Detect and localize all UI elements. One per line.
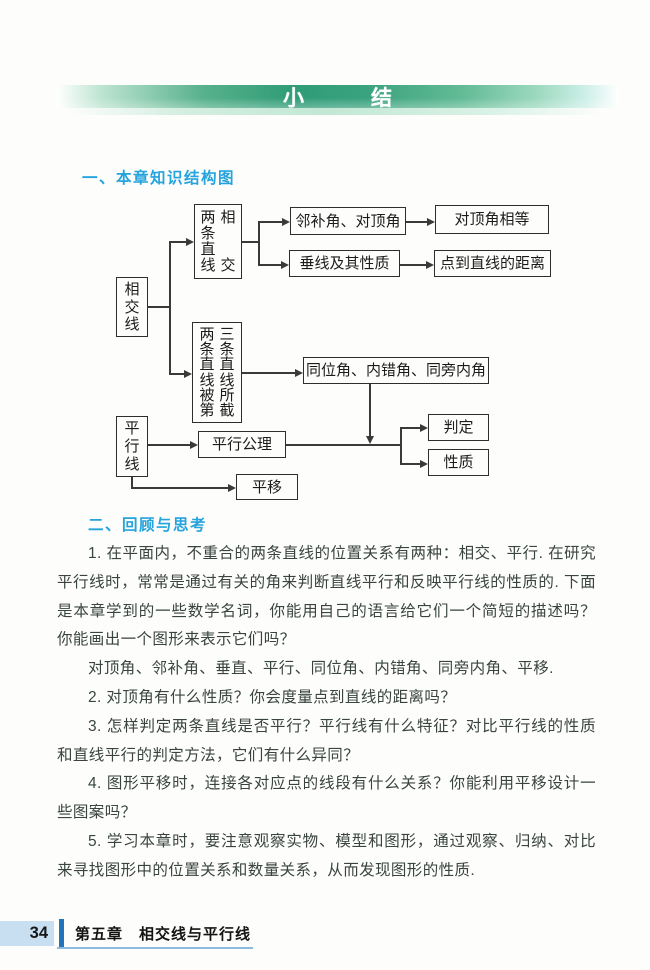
connector-line bbox=[242, 372, 297, 374]
arrowhead bbox=[420, 460, 428, 468]
connector-line bbox=[169, 373, 186, 375]
footer-chapter-label: 第五章 相交线与平行线 bbox=[75, 926, 252, 943]
diagram-box-two-lines-cut-by-third: 两条直线被第 三条直线所截 bbox=[192, 322, 242, 423]
diagram-box-angle-pairs: 同位角、内错角、同旁内角 bbox=[303, 357, 489, 384]
connector-line bbox=[400, 427, 402, 464]
connector-line bbox=[148, 444, 192, 446]
diagram-box-intersecting-lines: 相交线 bbox=[116, 277, 148, 337]
section2-heading: 二、回顾与思考 bbox=[88, 517, 208, 534]
diagram-box-parallel-lines: 平行线 bbox=[116, 416, 148, 477]
vertical-text: 相交线 bbox=[124, 281, 140, 333]
vertical-text-col2: 相交 bbox=[220, 209, 236, 274]
diagram-box-perpendicular-properties: 垂线及其性质 bbox=[289, 250, 400, 277]
arrowhead bbox=[186, 238, 194, 246]
diagram-box-two-lines-intersect: 两条直线 相交 bbox=[194, 204, 242, 279]
connector-line bbox=[258, 221, 260, 265]
arrowhead bbox=[426, 261, 434, 269]
connector-line bbox=[400, 427, 422, 429]
diagram-box-parallel-axiom: 平行公理 bbox=[198, 431, 286, 458]
diagram-box-judgment: 判定 bbox=[428, 414, 489, 441]
connector-line bbox=[242, 241, 259, 243]
review-paragraph-terms: 对顶角、邻补角、垂直、平行、同位角、内错角、同旁内角、平移. bbox=[88, 660, 554, 678]
connector-line bbox=[369, 384, 371, 437]
connector-line bbox=[400, 264, 427, 266]
footer-divider-bar bbox=[59, 919, 64, 947]
arrowhead bbox=[427, 218, 435, 226]
connector-line bbox=[400, 463, 422, 465]
arrowhead bbox=[228, 484, 236, 492]
connector-line bbox=[258, 221, 283, 223]
vertical-text: 平行线 bbox=[124, 420, 140, 473]
connector-line bbox=[147, 306, 170, 308]
summary-banner-shadow-strip bbox=[57, 108, 619, 115]
review-paragraph-3: 3. 怎样判定两条直线是否平行？平行线有什么特征？对比平行线的性质和直线平行的判… bbox=[57, 717, 596, 764]
arrowhead bbox=[184, 370, 192, 378]
connector-line bbox=[286, 444, 401, 446]
vertical-text-col1: 两条直线被第 bbox=[199, 326, 215, 419]
footer-page-number: 34 bbox=[29, 924, 48, 942]
arrowhead bbox=[295, 369, 303, 377]
diagram-box-translation: 平移 bbox=[236, 474, 298, 500]
connector-line bbox=[131, 487, 230, 489]
connector-line bbox=[169, 241, 188, 243]
diagram-box-property: 性质 bbox=[428, 449, 489, 476]
review-paragraph-5: 5. 学习本章时，要注意观察实物、模型和图形，通过观察、归纳、对比来寻找图形中的… bbox=[57, 832, 596, 879]
arrowhead bbox=[420, 424, 428, 432]
section1-heading: 一、本章知识结构图 bbox=[82, 170, 236, 187]
review-paragraph-1: 1. 在平面内，不重合的两条直线的位置关系有两种：相交、平行. 在研究平行线时，… bbox=[57, 545, 596, 649]
vertical-text-col1: 两条直线 bbox=[200, 209, 216, 274]
arrowhead bbox=[190, 441, 198, 449]
arrowhead bbox=[281, 261, 289, 269]
arrowhead bbox=[282, 218, 290, 226]
footer-page-number-band bbox=[0, 921, 54, 946]
vertical-text-col2: 三条直线所截 bbox=[219, 326, 235, 419]
summary-banner-title: 小 结 bbox=[283, 86, 393, 110]
review-paragraph-2: 2. 对顶角有什么性质？你会度量点到直线的距离吗？ bbox=[88, 688, 457, 706]
diagram-box-vertical-angles-equal: 对顶角相等 bbox=[435, 205, 549, 234]
connector-line bbox=[258, 264, 282, 266]
knowledge-structure-diagram: 相交线 两条直线 相交 邻补角、对顶角 对顶角相等 垂线及其性质 点到直线的距离… bbox=[0, 195, 650, 513]
review-paragraphs: 1. 在平面内，不重合的两条直线的位置关系有两种：相交、平行. 在研究平行线时，… bbox=[57, 540, 596, 886]
connector-line bbox=[406, 221, 428, 223]
diagram-box-adjacent-vertical-angles: 邻补角、对顶角 bbox=[290, 207, 406, 235]
footer-underline bbox=[57, 947, 253, 949]
connector-line bbox=[169, 241, 171, 374]
arrowhead-down bbox=[366, 436, 374, 444]
diagram-box-point-line-distance: 点到直线的距离 bbox=[434, 250, 551, 277]
summary-banner bbox=[57, 85, 619, 108]
review-paragraph-4: 4. 图形平移时，连接各对应点的线段有什么关系？你能利用平移设计一些图案吗？ bbox=[57, 775, 596, 822]
connector-line bbox=[131, 477, 133, 488]
